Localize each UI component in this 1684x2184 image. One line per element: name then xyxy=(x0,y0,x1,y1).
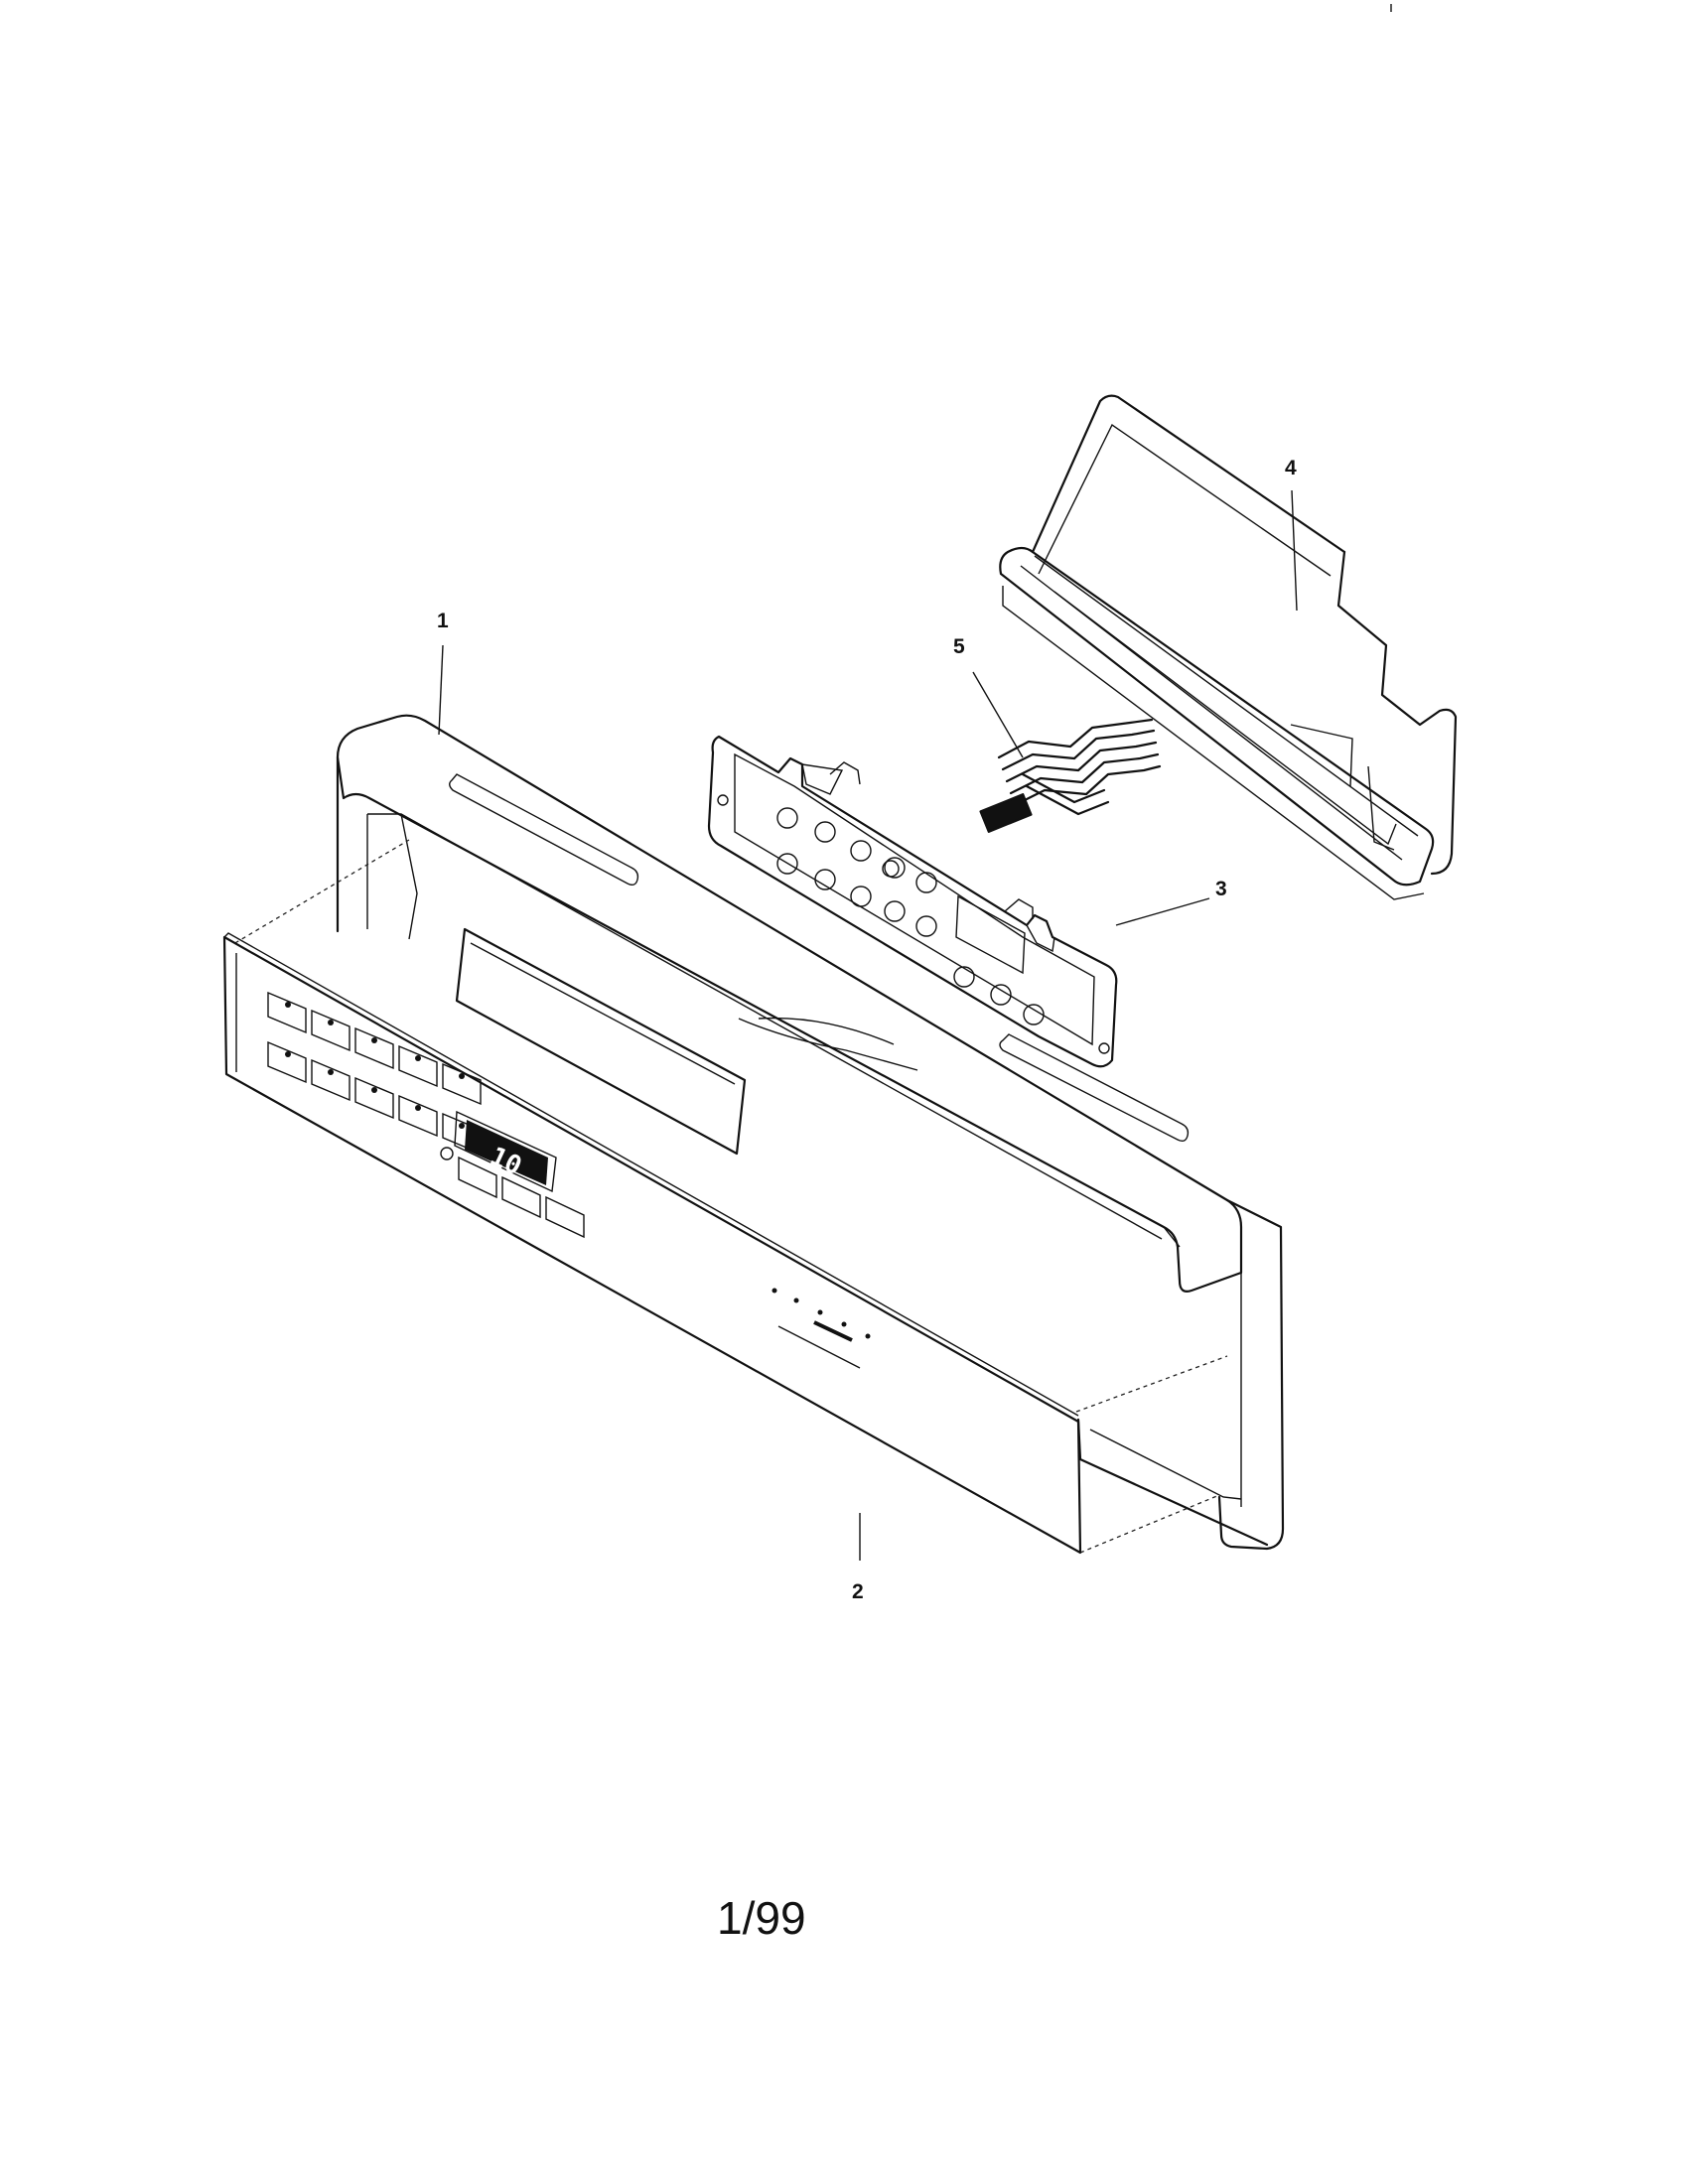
part-5-wire-harness xyxy=(979,718,1162,833)
footer-date-code: 1/99 xyxy=(717,1892,806,1944)
brand-badge xyxy=(772,1288,871,1369)
callout-1: 1 xyxy=(437,610,449,632)
part-3-circuit-board xyxy=(707,735,1118,1068)
part-2-control-panel: 10 xyxy=(222,932,1082,1555)
board-button-circles xyxy=(776,807,1045,1025)
callout-2: 2 xyxy=(852,1580,864,1603)
callout-labels: 1 2 3 4 5 xyxy=(437,457,1297,1603)
part-4-housing xyxy=(999,394,1458,900)
callout-5: 5 xyxy=(953,635,965,658)
callout-4: 4 xyxy=(1285,457,1297,479)
leader-lines xyxy=(438,489,1298,1561)
part-1-front-frame xyxy=(227,714,1285,1554)
callout-3: 3 xyxy=(1215,878,1227,900)
